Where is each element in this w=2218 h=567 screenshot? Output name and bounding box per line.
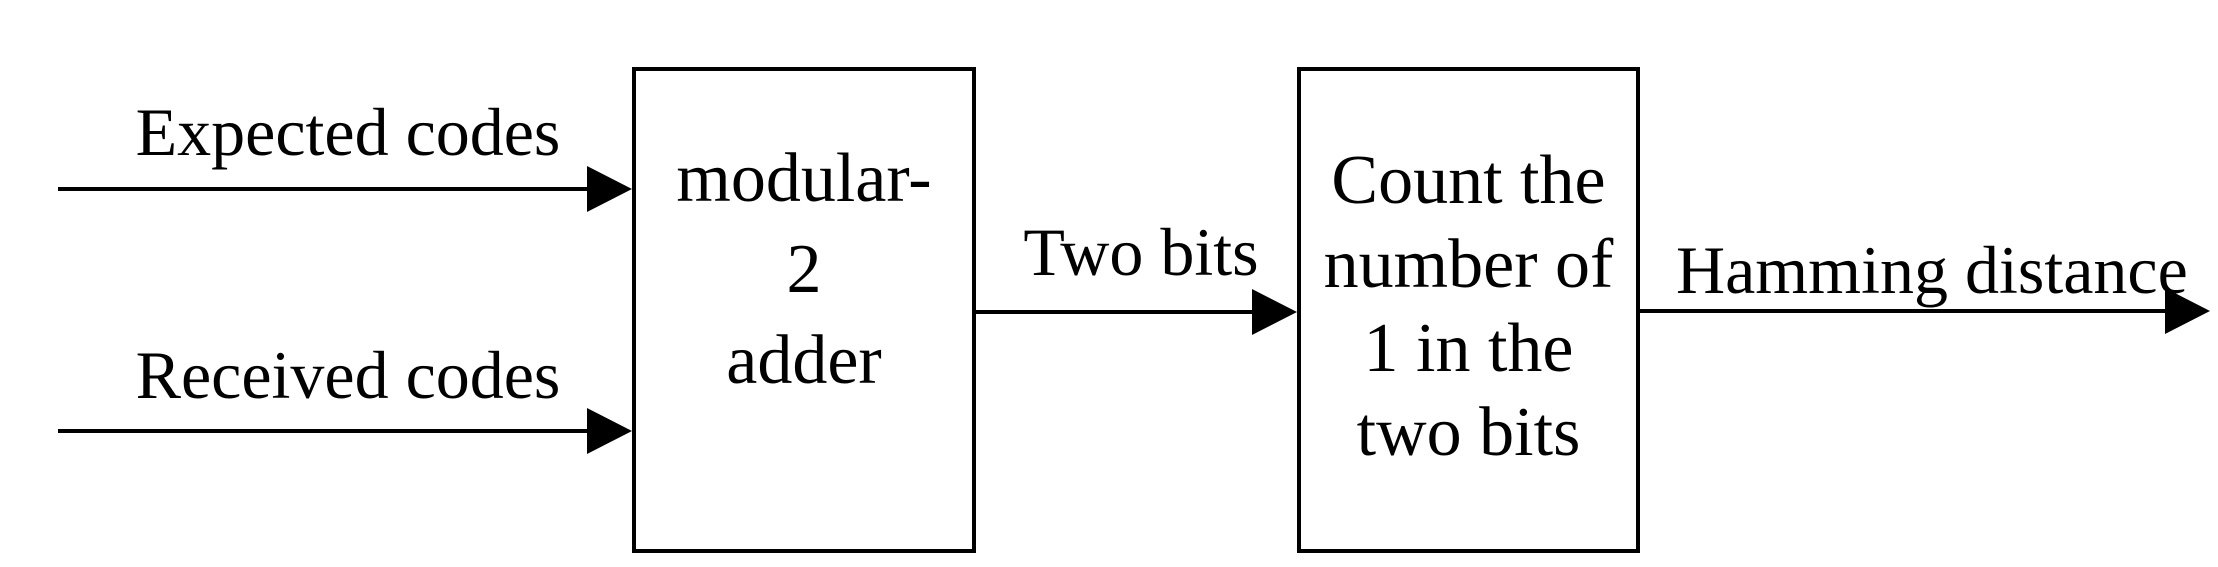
box-text-line: adder [726,322,882,399]
expected-codes-arrow-head [587,166,632,212]
hamming-distance-label: Hamming distance [1676,232,2188,308]
received-codes-label: Received codes [135,337,561,413]
received-codes-arrow-shaft [58,429,591,433]
two-bits-label: Two bits [1023,214,1259,290]
box-text-line: number of [1323,226,1614,303]
hamming-distance-arrow-shaft [1640,309,2169,313]
box-text-line: 2 [786,231,822,308]
modular-2-adder-box: modular- 2 adder [632,67,976,553]
box-text-line: 1 in the [1363,310,1574,387]
received-codes-arrow-head [587,408,632,454]
expected-codes-arrow-shaft [58,187,591,191]
count-ones-box: Count the number of 1 in the two bits [1297,67,1640,553]
box-text-line: modular- [676,140,932,217]
two-bits-arrow-shaft [976,310,1256,314]
box-text-line: two bits [1356,394,1581,471]
hamming-distance-arrow-head [2165,288,2210,334]
expected-codes-label: Expected codes [135,94,561,170]
box-text-line: Count the [1331,142,1606,219]
two-bits-arrow-head [1252,289,1297,335]
